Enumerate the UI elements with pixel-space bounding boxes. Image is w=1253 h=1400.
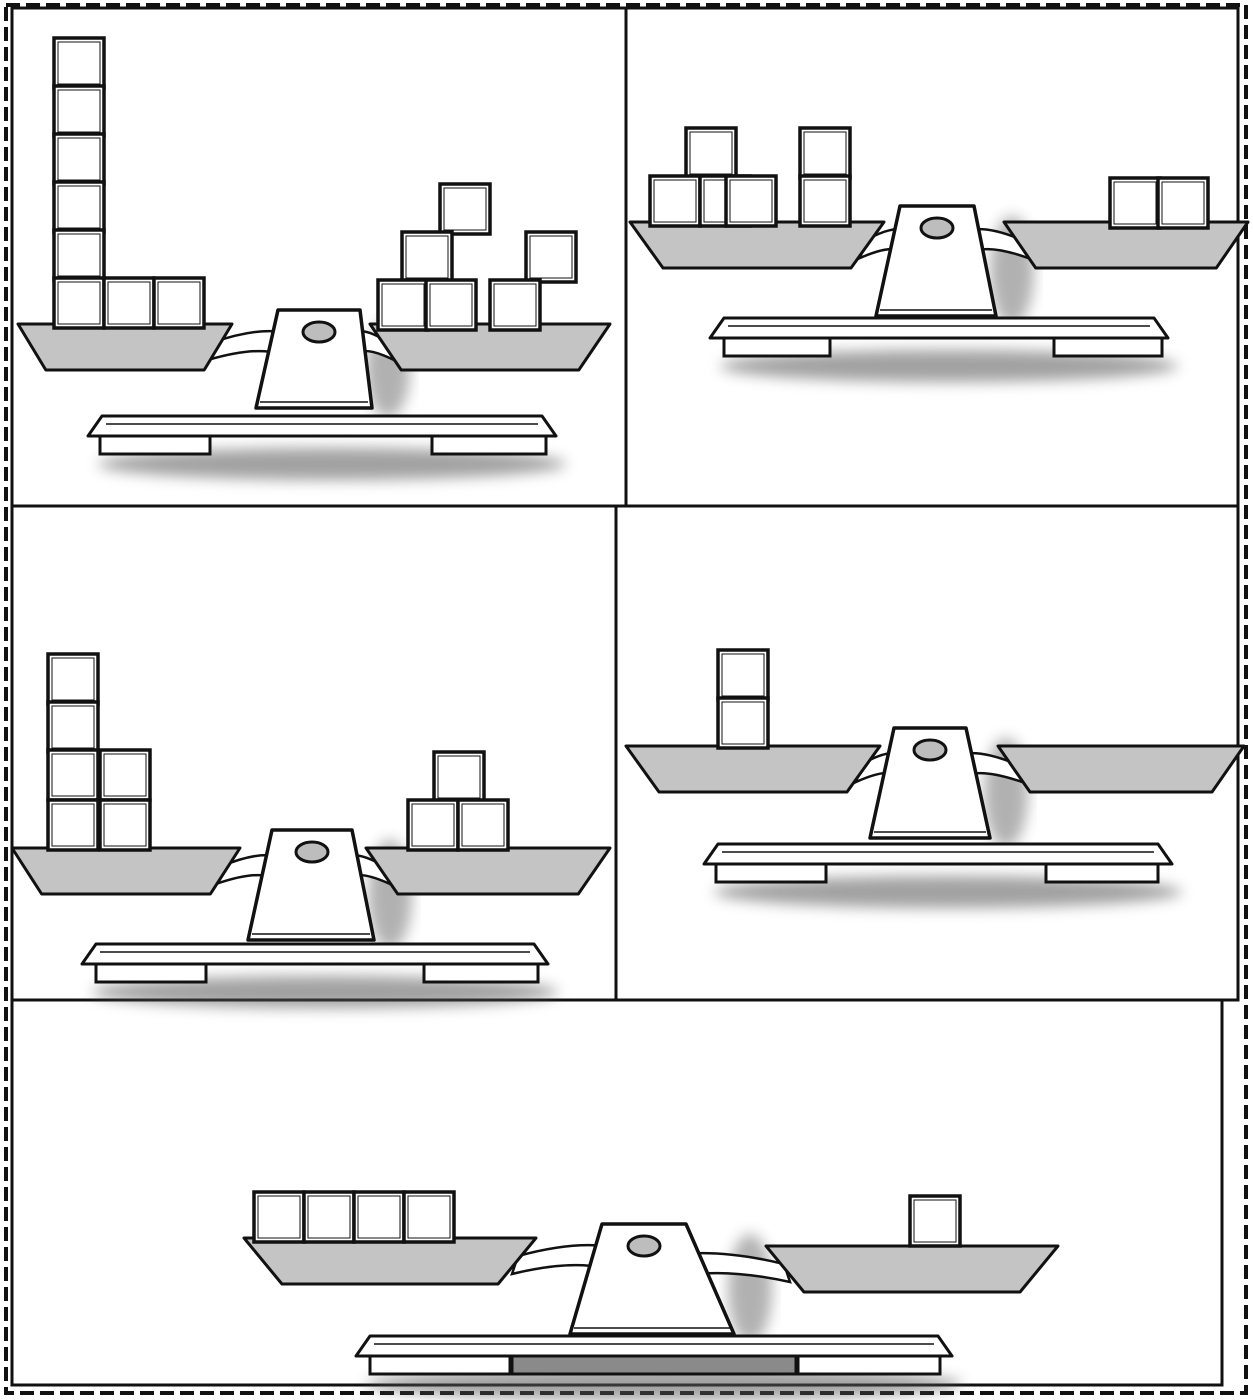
scale-base xyxy=(356,1336,952,1356)
weight-block xyxy=(800,128,850,178)
weight-block xyxy=(378,280,428,330)
weight-block xyxy=(254,1192,304,1242)
left-pan xyxy=(244,1238,536,1284)
scale-dial xyxy=(303,322,335,342)
weight-block xyxy=(490,280,540,330)
weight-block xyxy=(402,232,452,282)
weight-block xyxy=(54,134,104,184)
scale-foot xyxy=(1054,338,1162,356)
scale-base xyxy=(88,416,556,436)
post-shadow xyxy=(728,1234,772,1344)
scale-foot xyxy=(512,1356,796,1374)
weight-block xyxy=(718,698,768,748)
weight-block xyxy=(426,280,476,330)
scale-foot xyxy=(1046,864,1158,882)
weight-block xyxy=(1110,178,1160,228)
panel-1-balance-scale xyxy=(18,38,610,480)
weight-block xyxy=(526,232,576,282)
weight-block xyxy=(154,278,204,328)
panel-grid xyxy=(12,8,1238,1385)
weight-block xyxy=(440,184,490,234)
left-pan xyxy=(18,324,232,370)
panel-2-balance-scale xyxy=(630,128,1248,382)
weight-block xyxy=(304,1192,354,1242)
weight-block xyxy=(54,86,104,136)
weight-block xyxy=(404,1192,454,1242)
scale-foot xyxy=(424,964,538,982)
scale-dial xyxy=(914,740,946,760)
scale-foot xyxy=(96,964,206,982)
weight-block xyxy=(54,230,104,280)
weight-block xyxy=(104,278,154,328)
scale-dial xyxy=(628,1236,660,1256)
weight-block xyxy=(458,800,508,850)
scale-base xyxy=(710,318,1168,338)
right-pan xyxy=(766,1246,1058,1292)
weight-block xyxy=(54,38,104,88)
weight-block xyxy=(718,650,768,700)
weight-block xyxy=(910,1196,960,1246)
weight-block xyxy=(54,278,104,328)
scale-foot xyxy=(716,864,826,882)
weight-block xyxy=(48,654,98,704)
weight-block xyxy=(434,752,484,802)
left-pan xyxy=(12,848,240,894)
panel-3-balance-scale xyxy=(12,654,610,1008)
scale-base xyxy=(82,944,548,964)
weight-block xyxy=(54,182,104,232)
scale-foot xyxy=(370,1356,510,1374)
scale-base xyxy=(704,844,1172,864)
weight-block xyxy=(650,176,700,226)
weight-block xyxy=(408,800,458,850)
scale-dial xyxy=(296,842,328,862)
weight-block xyxy=(1158,178,1208,228)
weight-block xyxy=(48,800,98,850)
weight-block xyxy=(686,128,736,178)
weight-block xyxy=(100,750,150,800)
weight-block xyxy=(800,176,850,226)
weight-block xyxy=(354,1192,404,1242)
scale-foot xyxy=(798,1356,940,1374)
right-pan xyxy=(998,746,1244,792)
scale-foot xyxy=(100,436,210,454)
weight-block xyxy=(100,800,150,850)
right-pan xyxy=(366,848,610,894)
panel-4-balance-scale xyxy=(626,650,1244,908)
weight-block xyxy=(726,176,776,226)
left-pan xyxy=(630,222,884,268)
weight-block xyxy=(48,750,98,800)
left-pan xyxy=(626,746,880,792)
weight-block xyxy=(48,702,98,752)
panel-5-balance-scale xyxy=(244,1192,1058,1400)
scale-foot xyxy=(724,338,830,356)
scale-foot xyxy=(432,436,546,454)
scale-dial xyxy=(921,218,953,238)
